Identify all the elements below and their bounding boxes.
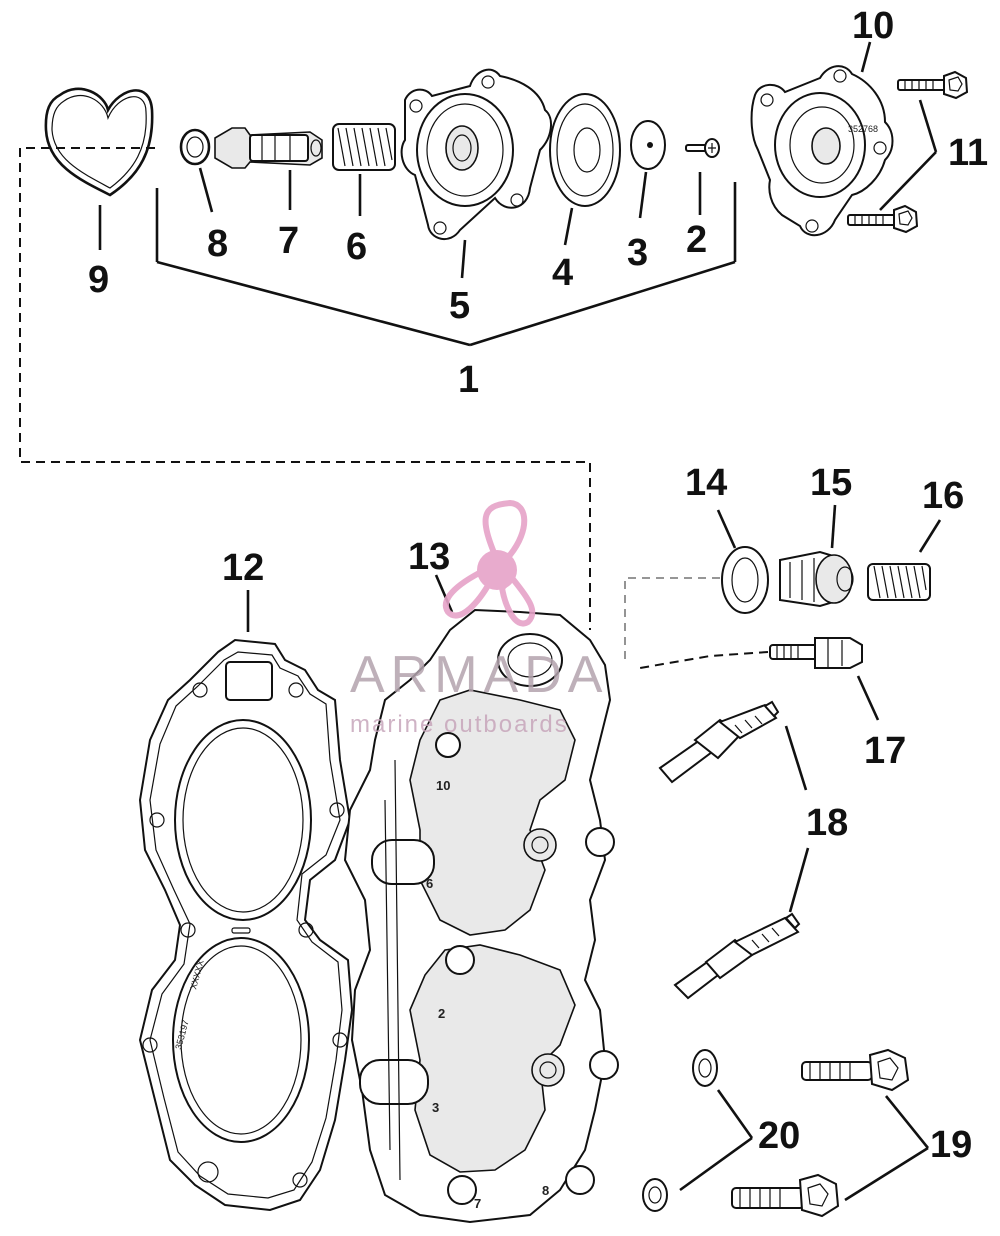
callout-7: 7 (278, 220, 299, 262)
callout-19: 19 (930, 1124, 972, 1166)
part-3-washer (630, 120, 666, 170)
callout-4: 4 (552, 252, 573, 294)
callout-5: 5 (449, 285, 470, 327)
part-7-valve (214, 127, 323, 169)
callout-17: 17 (864, 730, 906, 772)
callout-8: 8 (207, 223, 228, 265)
part-20-washer-lower (642, 1178, 668, 1212)
cylinder-mark: 3 (432, 1100, 439, 1115)
callout-15: 15 (810, 462, 852, 504)
part-20-washer-upper (692, 1049, 718, 1087)
watermark-tagline: marine outboards (350, 711, 569, 738)
part-18-spark-plug-lower (673, 912, 801, 1000)
callout-18: 18 (806, 802, 848, 844)
callout-20: 20 (758, 1115, 800, 1157)
callout-12: 12 (222, 547, 264, 589)
thermostat-connection-line (624, 577, 720, 662)
callout-11: 11 (948, 132, 988, 174)
dashed-connection-line (19, 147, 591, 630)
callout-14: 14 (685, 462, 727, 504)
armada-watermark: ARMADA marine outboards (350, 499, 608, 738)
part-15-thermostat (779, 550, 854, 608)
callout-labels: 1 2 3 4 5 6 7 8 9 10 11 12 13 14 15 16 1… (88, 5, 988, 1166)
part-11-bolt-upper (897, 70, 969, 100)
leader-lines-top (98, 41, 938, 347)
part-17-sensor (769, 637, 863, 669)
leader-lines-bottom (246, 504, 942, 1202)
cover-part-number: 352768 (848, 124, 878, 134)
callout-1: 1 (458, 359, 479, 401)
part-12-head-gasket: 353197 XXXXX (138, 638, 354, 1212)
part-9-o-ring (44, 87, 154, 197)
part-6-spring (332, 123, 396, 171)
cylinder-mark: 7 (474, 1196, 481, 1211)
callout-2: 2 (686, 219, 707, 261)
part-4-diaphragm (549, 93, 621, 207)
propeller-logo (442, 499, 536, 627)
part-13-cylinder-head: 10 6 2 3 7 8 (343, 608, 619, 1224)
part-14-seal (721, 546, 769, 614)
part-11-bolt-lower (847, 204, 919, 234)
part-19-bolt-upper (801, 1048, 910, 1092)
sensor-connection-line (639, 651, 769, 669)
callout-16: 16 (922, 475, 964, 517)
cylinder-mark: 8 (542, 1183, 549, 1198)
part-18-spark-plug-upper (658, 700, 780, 784)
callout-9: 9 (88, 259, 109, 301)
part-10-cover: 352768 (750, 65, 894, 236)
part-8-seal-ring (179, 128, 211, 166)
part-19-bolt-lower (731, 1173, 840, 1218)
part-16-spring (867, 563, 931, 601)
watermark-brand: ARMADA (350, 646, 608, 704)
callout-13: 13 (408, 536, 450, 578)
cylinder-mark: 6 (426, 876, 433, 891)
callout-3: 3 (627, 232, 648, 274)
cylinder-mark: 10 (436, 778, 450, 793)
callout-10: 10 (852, 5, 894, 47)
part-5-housing (400, 68, 552, 240)
cylinder-mark: 2 (438, 1006, 445, 1021)
part-2-screw (685, 138, 720, 158)
callout-6: 6 (346, 226, 367, 268)
